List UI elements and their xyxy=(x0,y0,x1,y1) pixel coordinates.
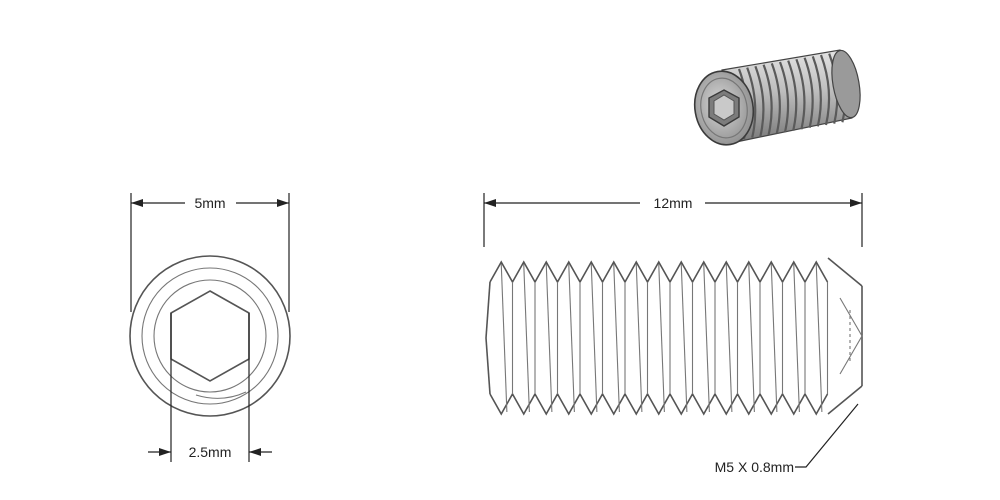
inner-circle xyxy=(153,279,267,393)
thread-spec-label: M5 X 0.8mm xyxy=(715,459,794,475)
hex-socket xyxy=(170,290,250,382)
outer-thread-circle xyxy=(129,255,291,417)
set-screw-3d-icon xyxy=(693,49,861,146)
outer-diameter-label: 5mm xyxy=(194,195,225,211)
thread-spec-leader xyxy=(795,403,859,468)
thread-profile xyxy=(485,260,829,416)
side-view xyxy=(483,193,863,468)
end-view xyxy=(129,193,291,462)
hex-socket-label: 2.5mm xyxy=(189,444,232,460)
chamfer-tip xyxy=(827,257,863,415)
length-label: 12mm xyxy=(654,195,693,211)
middle-circle xyxy=(141,267,279,405)
